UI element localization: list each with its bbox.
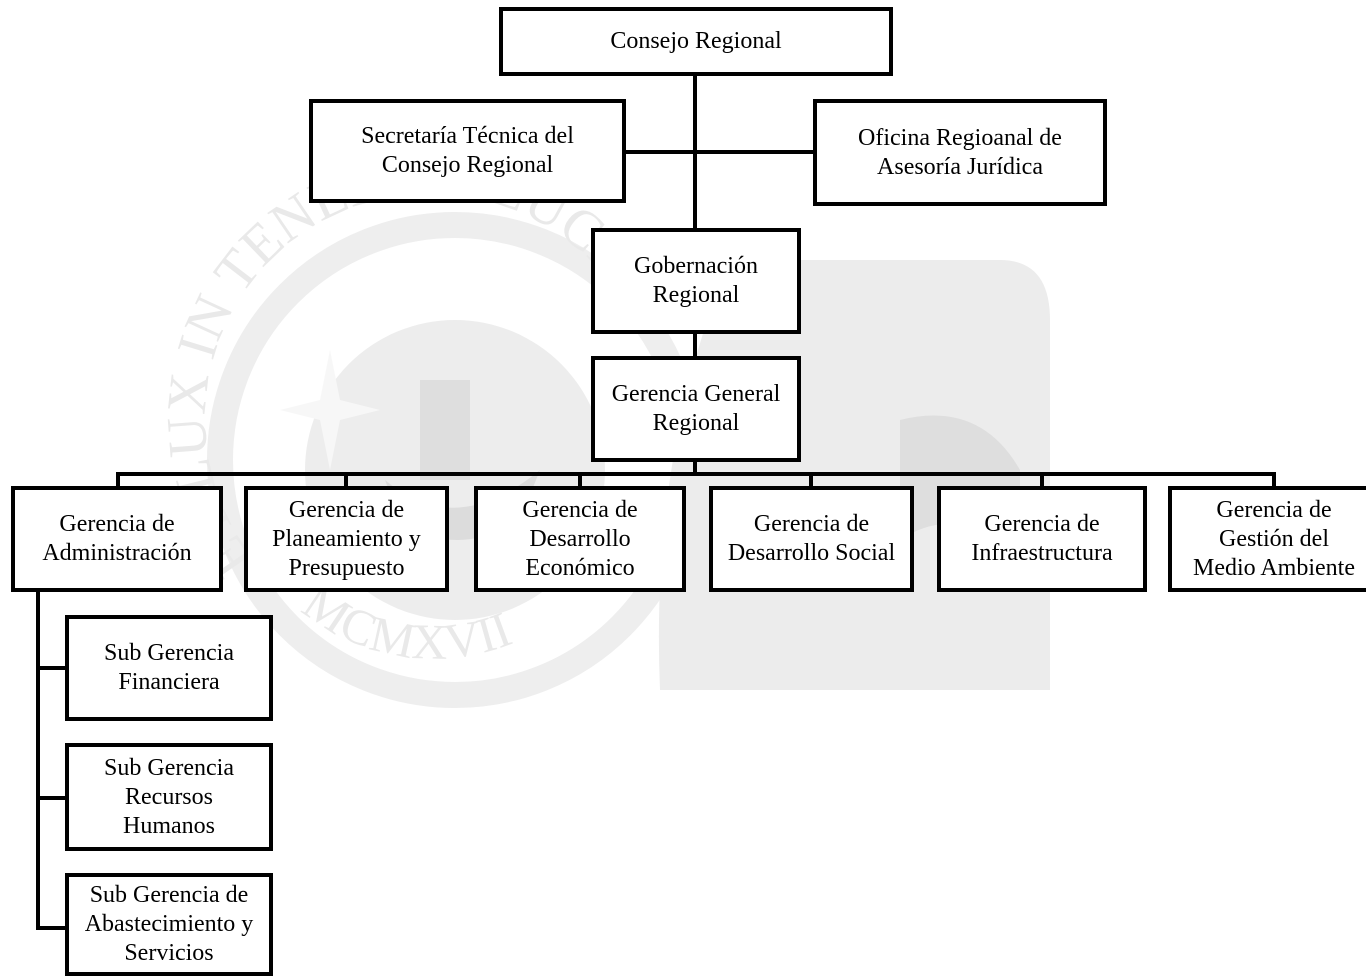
box-gerencia-desarrollo-economico: Gerencia de Desarrollo Económico [474, 486, 686, 592]
box-line: Gerencia de [1216, 496, 1332, 523]
box-line: Servicios [124, 940, 214, 966]
box-secretaria-tecnica: Secretaría Técnica del Consejo Regional [309, 99, 626, 203]
box-consejo-regional: Consejo Regional [499, 7, 893, 76]
box-gerencia-infraestructura: Gerencia de Infraestructura [937, 486, 1147, 592]
box-line: Económico [525, 554, 635, 581]
box-line: Gerencia de [984, 511, 1100, 537]
box-line: Financiera [118, 669, 220, 695]
box-line: Humanos [123, 812, 215, 839]
box-line: Sub Gerencia [104, 640, 234, 666]
box-gerencia-medio-ambiente: Gerencia de Gestión del Medio Ambiente [1168, 486, 1366, 592]
box-line: Recursos [125, 783, 213, 810]
box-sub-gerencia-abastecimiento: Sub Gerencia de Abastecimiento y Servici… [65, 873, 273, 976]
box-line: Regional [652, 410, 740, 436]
box-line: Sub Gerencia de [89, 882, 249, 908]
box-line: Gerencia de [753, 511, 870, 537]
box-line: Gerencia de [522, 496, 638, 523]
box-line: Gerencia de [288, 496, 405, 523]
box-line: Gestión del [1219, 525, 1329, 552]
box-gerencia-administracion: Gerencia de Administración [11, 486, 223, 592]
box-line: Infraestructura [971, 540, 1113, 566]
box-line: Abastecimiento y [84, 911, 254, 937]
box-line: Medio Ambiente [1193, 554, 1355, 581]
box-gerencia-planeamiento: Gerencia de Planeamiento y Presupuesto [244, 486, 449, 592]
box-line: Asesoría Jurídica [877, 153, 1043, 180]
box-line: Gerencia General [611, 381, 781, 407]
box-line: Gobernación [634, 253, 758, 279]
box-gerencia-desarrollo-social: Gerencia de Desarrollo Social [709, 486, 914, 592]
box-line: Oficina Regioanal de [858, 124, 1062, 151]
box-sub-gerencia-financiera: Sub Gerencia Financiera [65, 615, 273, 721]
box-line: Regional [652, 282, 740, 308]
box-line: Secretaría Técnica del [361, 123, 574, 149]
box-line: Desarrollo Social [727, 540, 896, 566]
box-line: Presupuesto [288, 554, 405, 581]
box-line: Gerencia de [59, 511, 175, 537]
box-line: Administración [42, 540, 192, 566]
box-line: Sub Gerencia [104, 754, 234, 781]
box-line: Planeamiento y [272, 525, 421, 552]
box-sub-gerencia-rrhh: Sub Gerencia Recursos Humanos [65, 743, 273, 851]
box-line: Consejo Regional [610, 28, 782, 54]
box-line: Consejo Regional [381, 152, 554, 178]
box-line: Desarrollo [529, 525, 631, 552]
box-gobernacion-regional: Gobernación Regional [591, 228, 801, 334]
box-oficina-asesoria: Oficina Regioanal de Asesoría Jurídica [813, 99, 1107, 206]
box-gerencia-general-regional: Gerencia General Regional [591, 356, 801, 462]
